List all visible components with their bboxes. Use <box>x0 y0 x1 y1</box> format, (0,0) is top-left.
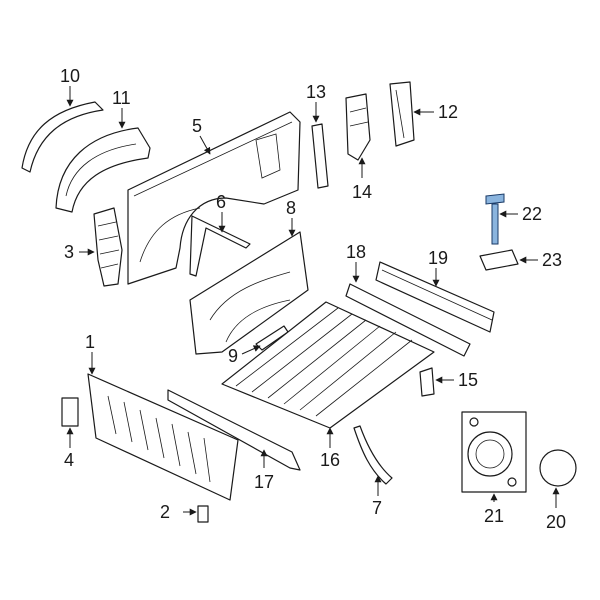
callout-23: 23 <box>542 250 562 270</box>
callout-10: 10 <box>60 66 80 86</box>
part-tube[interactable] <box>353 425 393 485</box>
callout-20: 20 <box>546 512 566 532</box>
part-bed-side-panel[interactable] <box>127 111 301 285</box>
part-bolt-plate[interactable] <box>479 249 519 271</box>
part-reflector[interactable] <box>61 397 79 427</box>
callout-15: 15 <box>458 370 478 390</box>
callout-18: 18 <box>346 242 366 262</box>
part-tailgate[interactable] <box>87 373 239 501</box>
callout-11: 11 <box>112 88 131 108</box>
callout-2: 2 <box>160 502 170 522</box>
part-crossmember-rear[interactable] <box>375 261 495 333</box>
callout-14: 14 <box>352 182 372 202</box>
part-crossmember-front[interactable] <box>345 283 471 357</box>
part-bed-floor[interactable] <box>221 301 435 429</box>
callout-16: 16 <box>320 450 340 470</box>
callout-3: 3 <box>64 242 74 262</box>
part-fuel-door[interactable] <box>539 449 577 487</box>
callout-5: 5 <box>192 116 202 136</box>
callout-7: 7 <box>372 498 382 518</box>
part-inner-reinforcement[interactable] <box>345 93 371 161</box>
part-wheel-arch-outer[interactable] <box>21 101 104 173</box>
callout-4: 4 <box>64 450 74 470</box>
part-brace[interactable] <box>189 215 251 277</box>
callout-9: 9 <box>228 346 238 366</box>
part-splash-shield[interactable] <box>93 207 123 287</box>
callout-8: 8 <box>286 198 296 218</box>
part-fuel-door-housing[interactable] <box>461 411 527 493</box>
part-front-panel[interactable] <box>189 231 309 355</box>
part-latch-cover[interactable] <box>197 505 209 523</box>
callout-17: 17 <box>254 472 274 492</box>
callout-labels: 1 2 3 4 5 6 7 8 9 10 11 12 13 14 15 16 1… <box>60 66 566 532</box>
part-wheelhouse-liner[interactable] <box>55 127 151 213</box>
callout-22: 22 <box>522 204 542 224</box>
callout-12: 12 <box>438 102 458 122</box>
part-stake-pocket-strip[interactable] <box>311 123 329 189</box>
callout-19: 19 <box>428 248 448 268</box>
callout-6: 6 <box>216 192 226 212</box>
part-bolt[interactable] <box>485 193 505 245</box>
callout-21: 21 <box>484 506 504 526</box>
part-corner-post[interactable] <box>389 81 415 147</box>
callout-13: 13 <box>306 82 326 102</box>
callout-1: 1 <box>85 332 95 352</box>
callout-leaders <box>66 86 560 516</box>
part-bracket[interactable] <box>419 367 435 397</box>
